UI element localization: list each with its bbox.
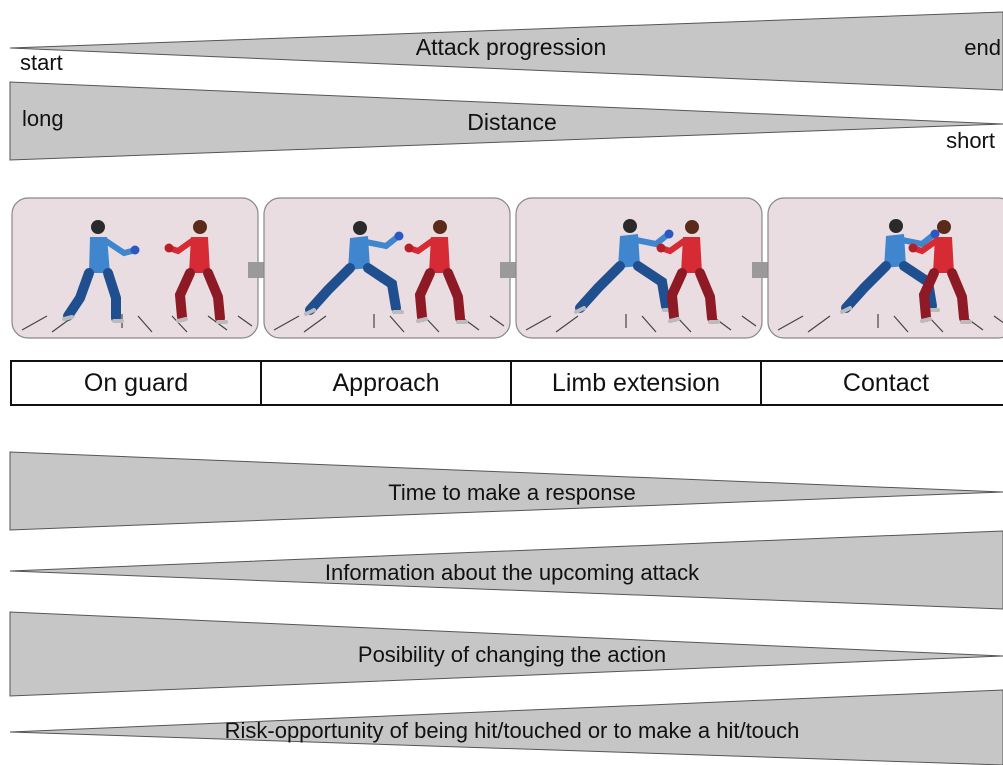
panel-approach [263,197,511,339]
attack-progression-start-label: start [20,50,63,75]
phase-table: On guard Approach Limb extension Contact [10,360,1003,406]
attack-progression-label: Attack progression [416,34,606,60]
phase-on-guard: On guard [12,362,262,404]
distance-short-label: short [946,128,995,153]
changing-action-label: Posibility of changing the action [358,642,666,667]
risk-opportunity-wedge [9,689,1003,765]
attack-progression-wedge [9,11,1003,91]
phase-limb-extension: Limb extension [512,362,762,404]
distance-label: Distance [467,109,556,135]
time-to-respond-label: Time to make a response [388,480,635,505]
distance-long-label: long [22,106,64,131]
panel-contact [767,197,1003,339]
phase-contact: Contact [762,362,1003,404]
phase-approach: Approach [262,362,512,404]
information-wedge [9,530,1003,610]
changing-action-wedge [9,611,1003,697]
distance-wedge [9,81,1003,161]
risk-opportunity-label: Risk-opportunity of being hit/touched or… [225,718,800,743]
information-label: Information about the upcoming attack [325,560,700,585]
panel-limb-extension [515,197,763,339]
attack-progression-end-label: end [964,35,1001,60]
panel-on-guard [11,197,259,339]
time-to-respond-wedge [9,451,1003,531]
